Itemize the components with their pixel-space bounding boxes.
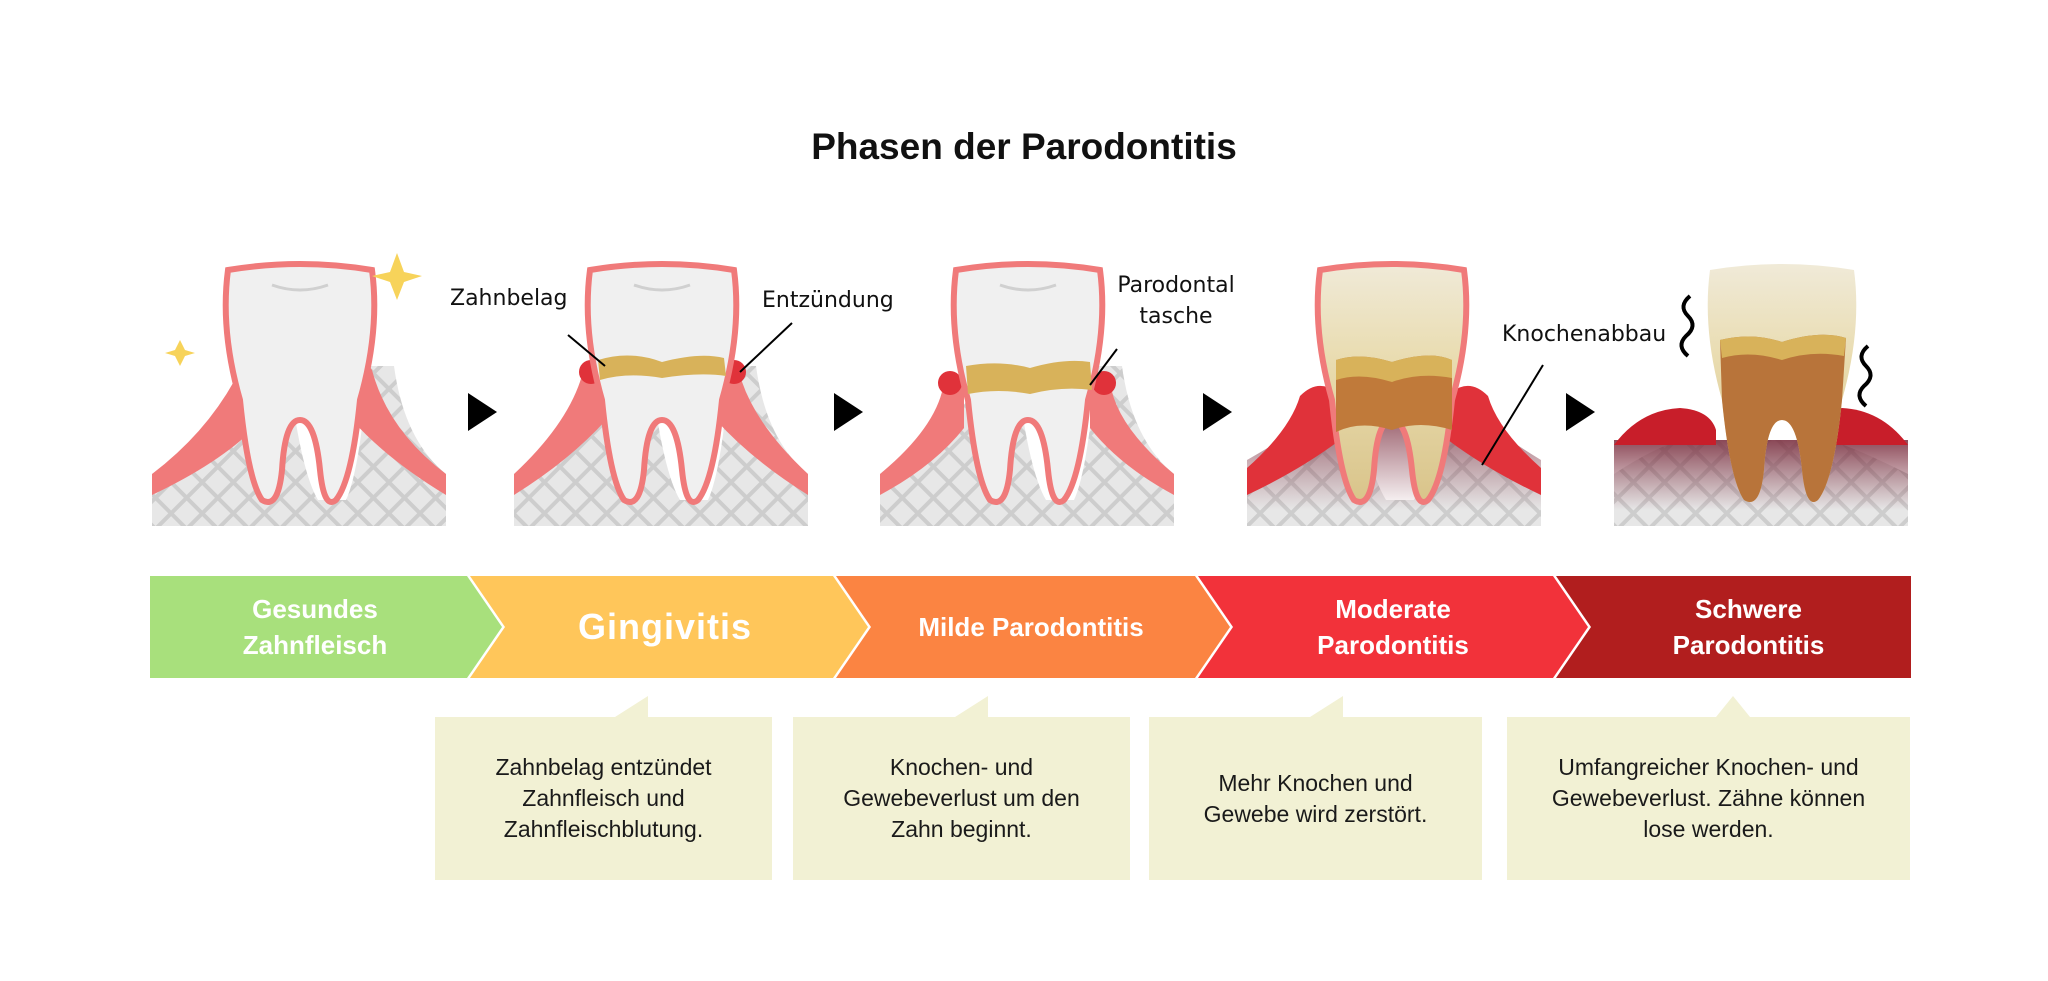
label-inflammation: Entzündung	[762, 288, 894, 313]
stage-segment	[836, 576, 1230, 678]
stage-mild: Milde Parodontitis	[918, 612, 1144, 642]
stage-band	[150, 576, 1911, 678]
tooth-severe	[1614, 264, 1908, 526]
arrow-right-icon	[468, 393, 497, 431]
arrow-right-icon	[1203, 393, 1232, 431]
stage-gingivitis: Gingivitis	[577, 606, 753, 647]
tooth-mild	[880, 261, 1174, 526]
tooth-moderate	[1247, 261, 1544, 526]
description-boxes	[435, 696, 1910, 880]
stage-segment	[150, 576, 502, 678]
page-title: Phasen der Parodontitis	[811, 126, 1237, 167]
wobble-icon	[1679, 294, 1695, 358]
tooth-gingivitis	[514, 261, 808, 526]
wobble-icon	[1857, 344, 1873, 408]
tooth-healthy	[152, 253, 446, 526]
sparkle-icon	[165, 340, 195, 366]
stage-segment	[1198, 576, 1588, 678]
label-pocket: Parodontal tasche	[1117, 273, 1235, 329]
label-bone-loss: Knochenabbau	[1502, 322, 1667, 347]
arrow-right-icon	[1566, 393, 1595, 431]
arrow-right-icon	[834, 393, 863, 431]
stage-segment	[470, 576, 868, 678]
stage-segment	[1556, 576, 1911, 678]
sparkle-icon	[372, 253, 422, 300]
label-plaque: Zahnbelag	[450, 286, 568, 311]
